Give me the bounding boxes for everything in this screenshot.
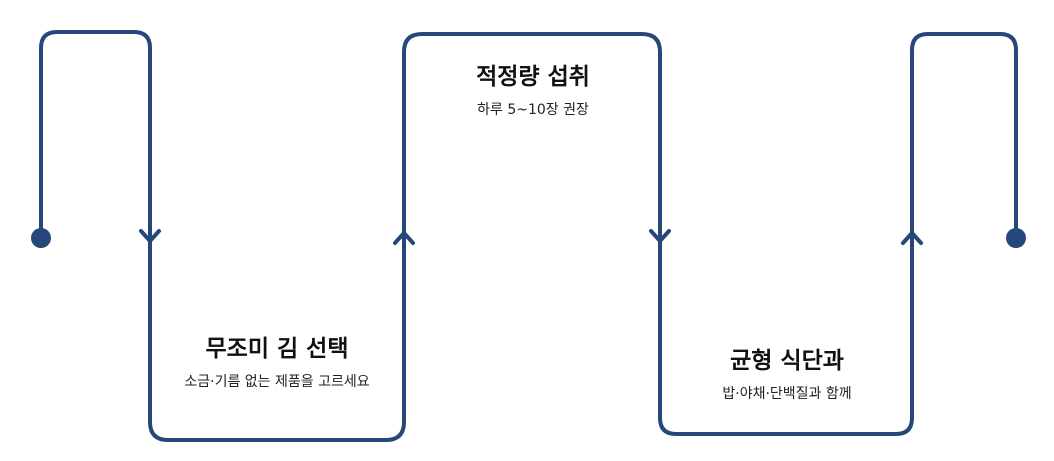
arrow-up-icon — [901, 231, 923, 245]
end-dot — [1006, 228, 1026, 248]
step-description: 소금·기름 없는 제품을 고르세요 — [184, 374, 370, 390]
arrow-down-icon — [139, 229, 161, 243]
step-title: 무조미 김 선택 — [205, 336, 349, 362]
flow-path — [39, 30, 1018, 442]
step-2: 적정량 섭취 하루 5~10장 권장 — [418, 62, 648, 121]
arrow-up-icon — [393, 231, 415, 245]
step-3: 균형 식단과 밥·야채·단백질과 함께 — [676, 346, 898, 405]
step-1: 무조미 김 선택 소금·기름 없는 제품을 고르세요 — [166, 334, 388, 393]
step-description: 밥·야채·단백질과 함께 — [722, 386, 852, 402]
arrow-down-icon — [649, 229, 671, 243]
start-dot — [31, 228, 51, 248]
step-description: 하루 5~10장 권장 — [477, 102, 589, 118]
step-title: 균형 식단과 — [730, 348, 844, 374]
step-title: 적정량 섭취 — [476, 64, 590, 90]
